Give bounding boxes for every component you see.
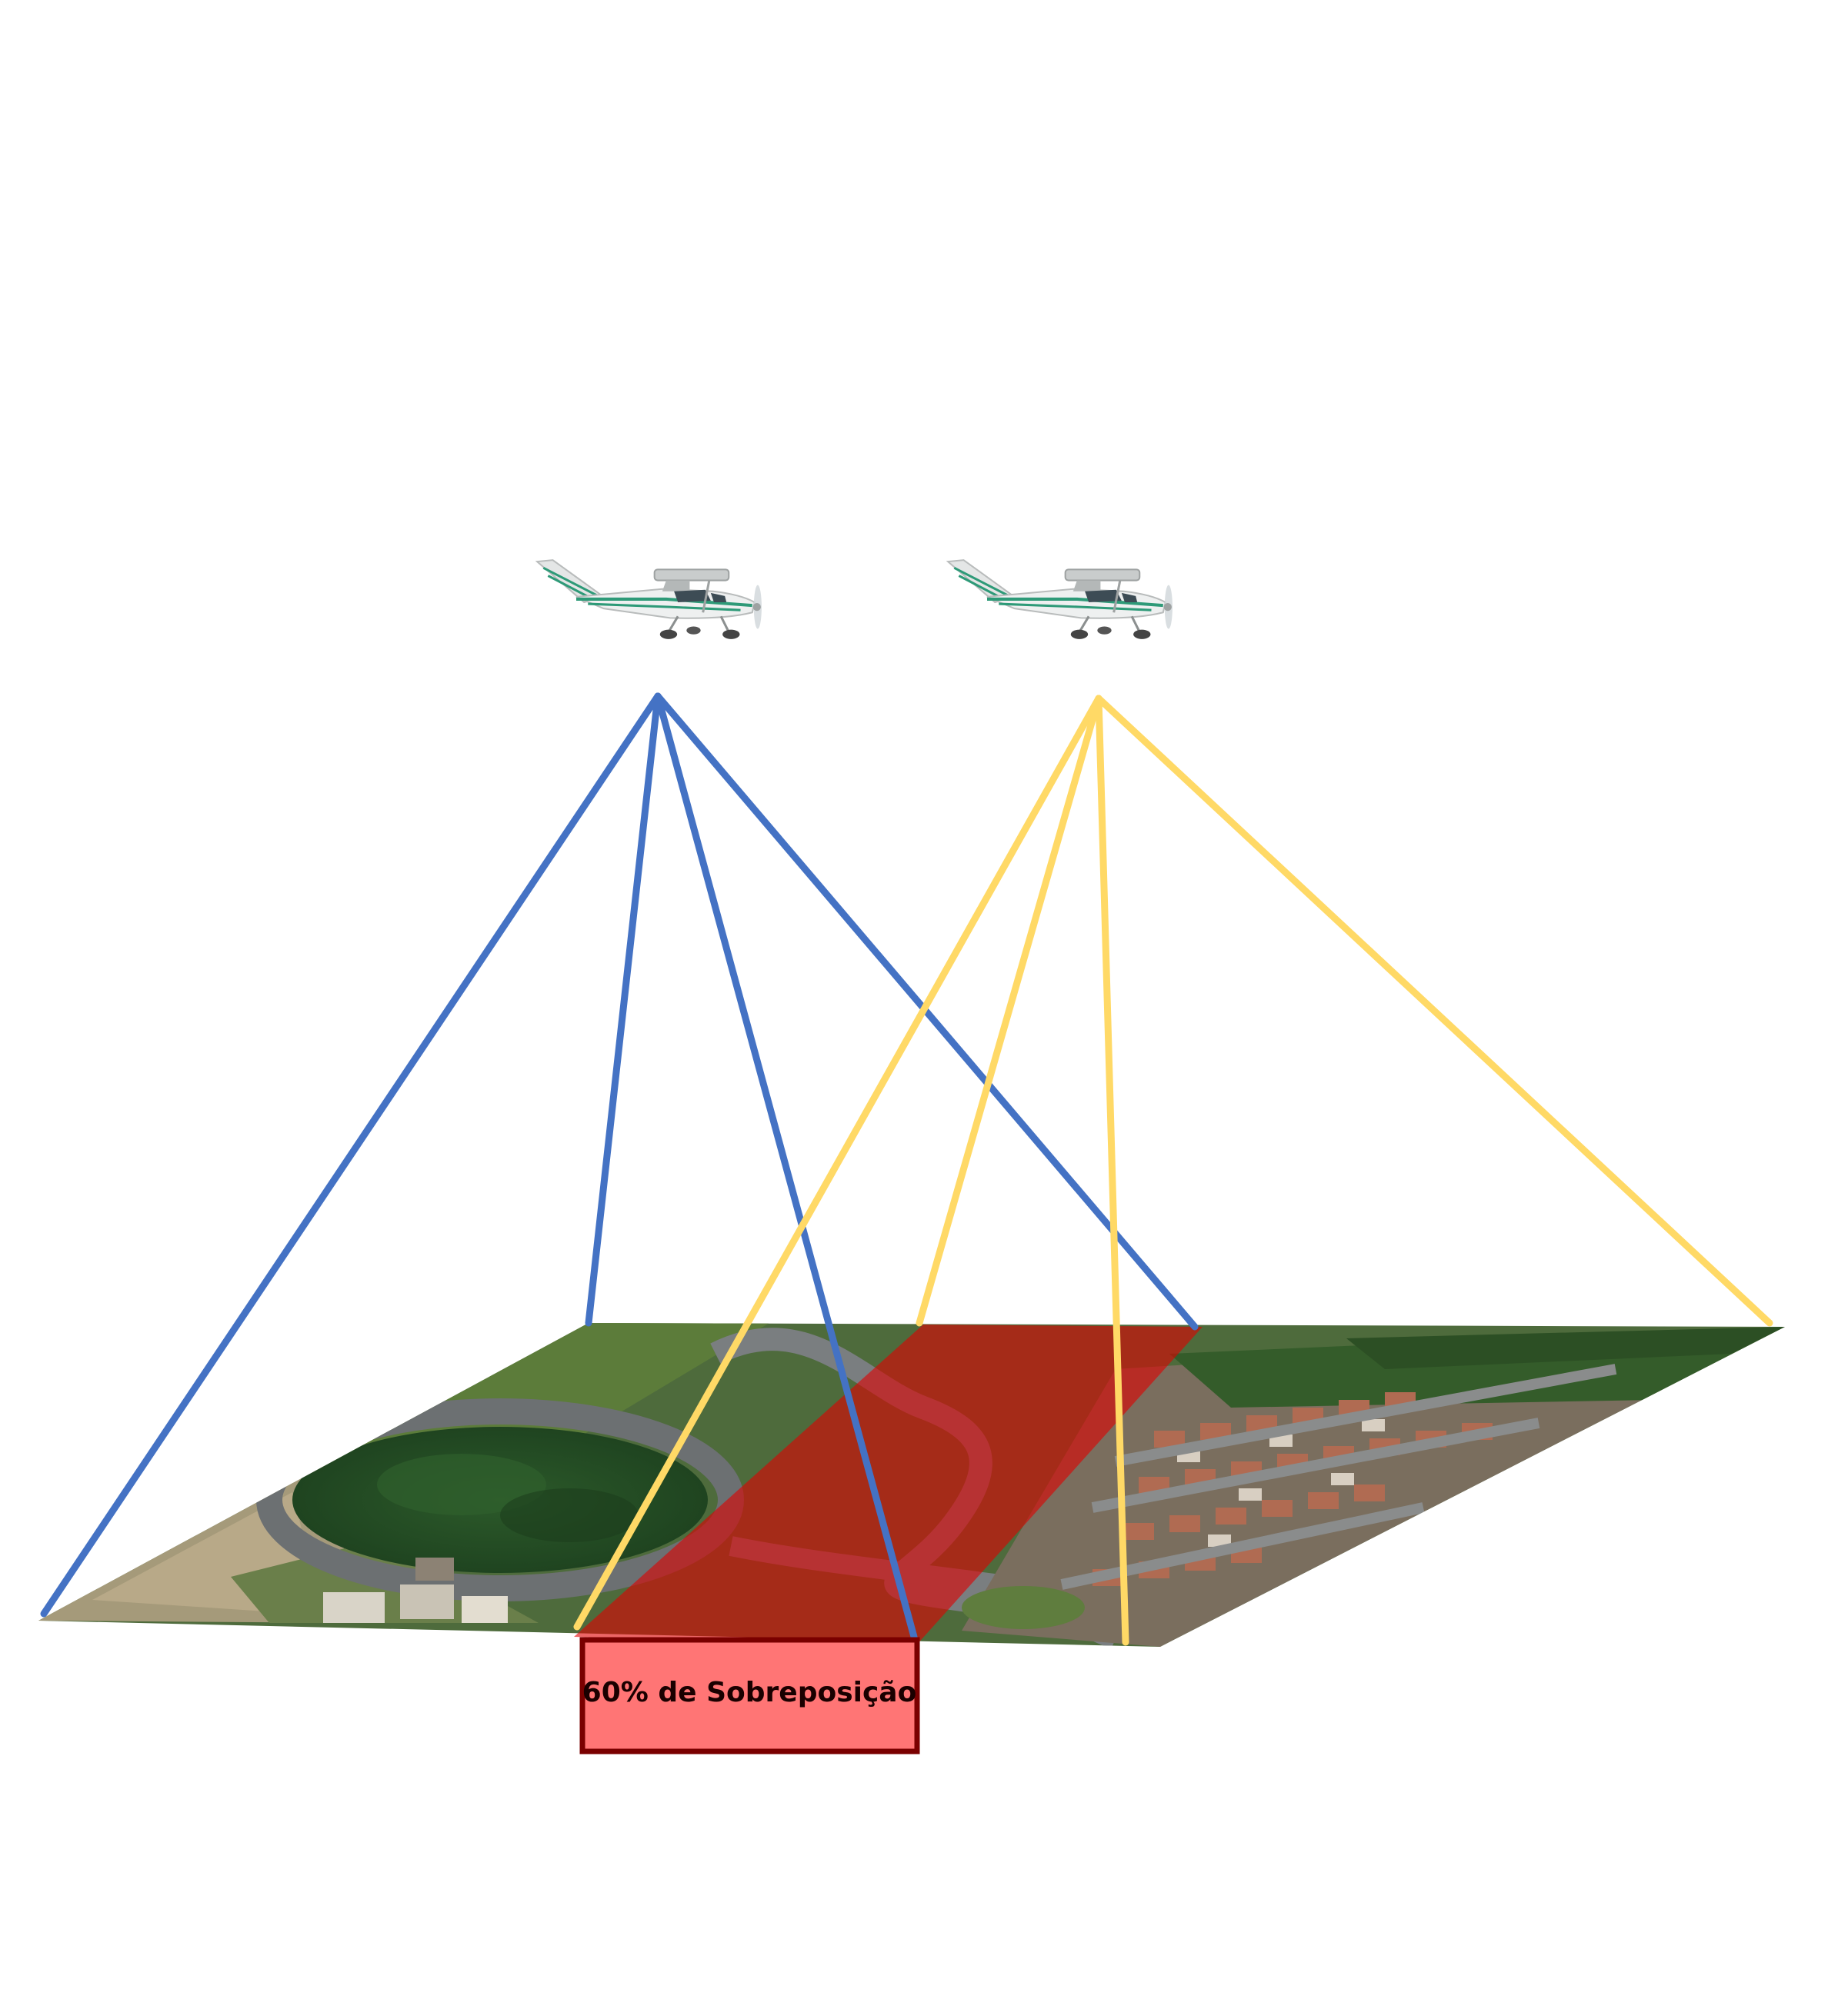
right-ray-inner-right <box>1095 695 1129 1646</box>
right-aircraft-icon <box>948 560 1173 639</box>
overlap-label: 60% de Sobreposição <box>582 1677 917 1708</box>
left-aircraft-icon <box>537 560 762 639</box>
right-ray-outer-right <box>1095 695 1773 1327</box>
left-ray-inner-right <box>654 692 918 1641</box>
left-ray-inner-left <box>585 692 662 1327</box>
right-ray-inner-left <box>916 695 1102 1327</box>
left-ray-outer-left <box>40 692 662 1618</box>
overlap-label-box: 60% de Sobreposição <box>579 1637 920 1754</box>
right-camera-rays <box>573 695 1773 1646</box>
overlap-region <box>574 1325 1203 1646</box>
right-ray-outer-left <box>573 695 1102 1631</box>
